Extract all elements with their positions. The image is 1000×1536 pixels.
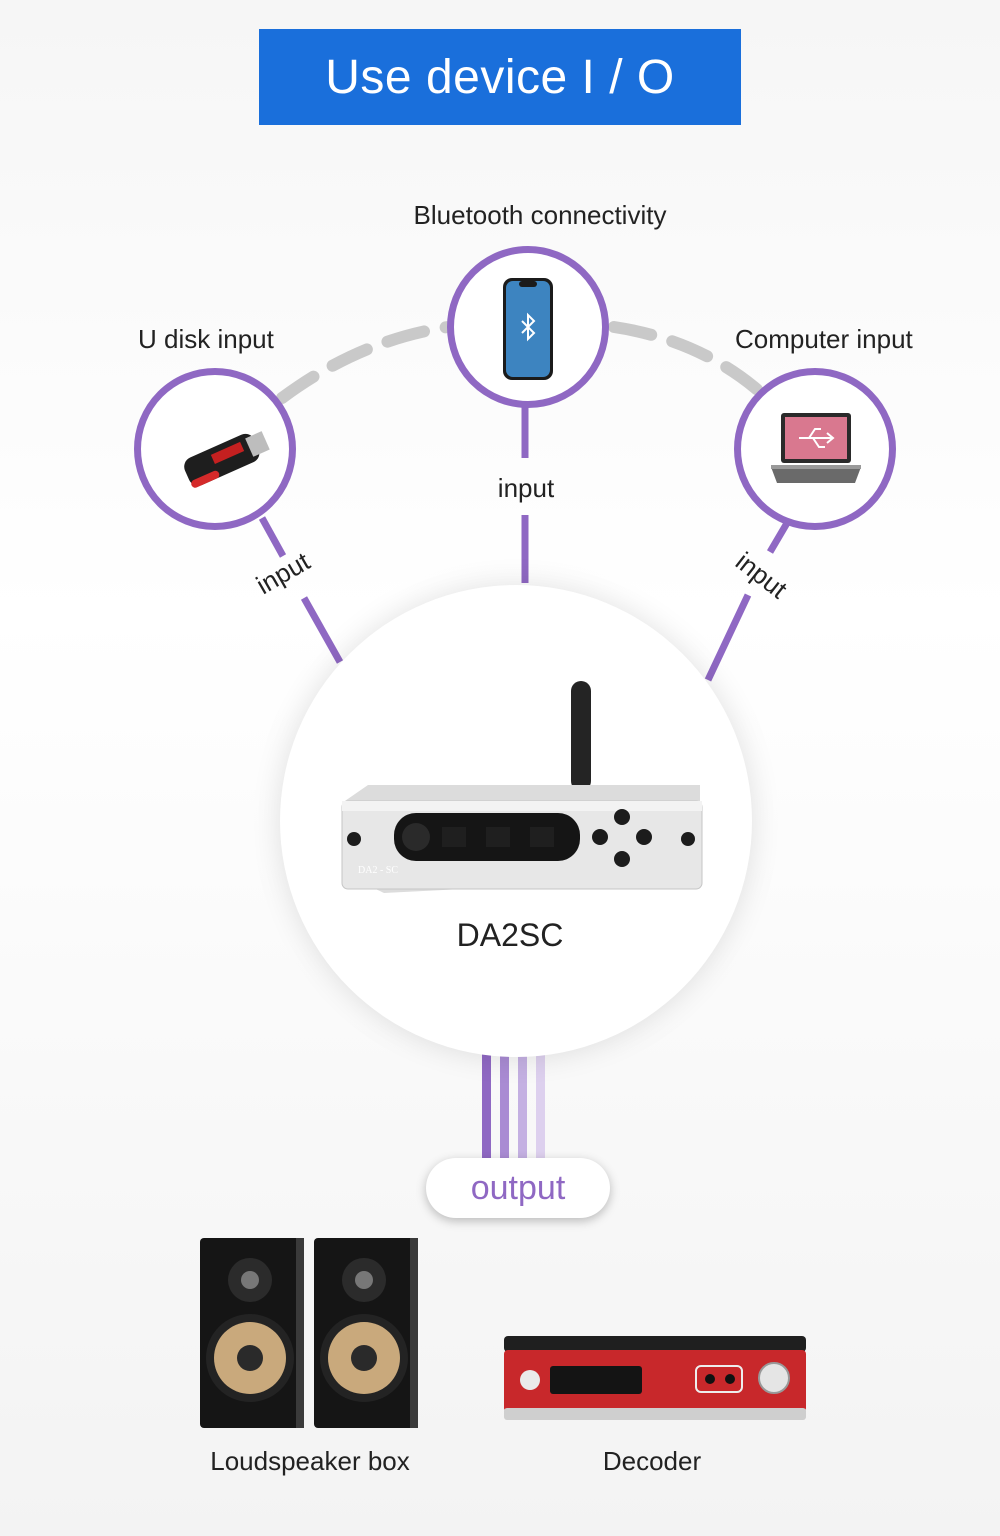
speaker-icon-right [314,1238,418,1428]
left-button-icon [592,829,608,845]
usb-symbol-icon [799,428,835,448]
bluetooth-icon [521,312,536,342]
connector-line-left-bottom [300,596,344,664]
output-label: output [470,1168,566,1207]
output-line-1 [482,1052,491,1162]
output-line-3 [518,1052,527,1162]
decoder-label: Decoder [602,1446,702,1476]
dashed-arc-right [608,321,766,398]
udisk-label: U disk input [138,324,274,354]
dashed-arc-left [276,321,454,404]
page-title: Use device I / O [259,29,741,125]
bluetooth-label: Bluetooth connectivity [413,200,667,230]
computer-label: Computer input [735,324,913,354]
decoder-image [504,1336,806,1420]
antenna-icon [571,681,591,791]
smartphone-icon [503,278,553,380]
output-badge: output [426,1158,610,1218]
connector-line-right-bottom [704,593,752,682]
bluetooth-node [447,246,609,408]
right-button-icon [636,829,652,845]
down-button-icon [614,851,630,867]
page-title-text: Use device I / O [325,50,675,104]
output-line-4 [536,1052,545,1162]
loudspeaker-box-image [200,1238,418,1428]
device-name: DA2SC [456,917,564,953]
connector-line-left-top [258,516,287,558]
da2sc-device-image: DA2 - SC [341,681,703,893]
laptop-icon [771,413,861,483]
output-line-2 [500,1052,509,1162]
up-button-icon [614,809,630,825]
device-panel-marking: DA2 - SC [358,865,398,876]
loudspeaker-box-label: Loudspeaker box [210,1446,410,1476]
usb-flash-drive-icon [184,431,270,488]
volume-knob-icon [758,1362,790,1394]
udisk-node [134,368,296,530]
computer-node [734,368,896,530]
speaker-icon-left [200,1238,304,1428]
device-hub-circle: DA2 - SC DA2SC [280,585,752,1057]
input-connector-label-center: input [497,473,555,503]
